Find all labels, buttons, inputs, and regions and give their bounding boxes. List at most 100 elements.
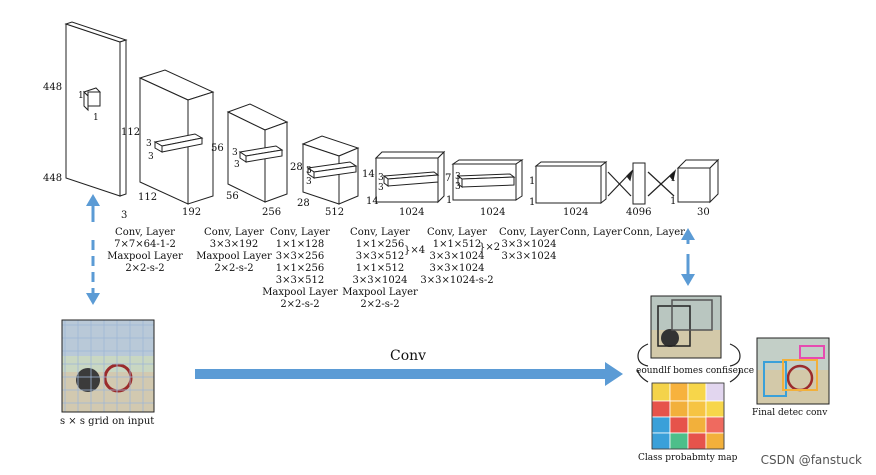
- caption-line: 3×3×1024: [352, 275, 408, 286]
- block3-depth: 512: [325, 207, 345, 218]
- block1-depth: 192: [182, 207, 202, 218]
- block2-size2: 56: [226, 191, 239, 202]
- caption-line: 3×3×1024: [429, 251, 485, 262]
- block4-k1: 3: [378, 173, 384, 183]
- caption-line: 3×3×1024-s-2: [420, 275, 494, 286]
- block2-size: 56: [211, 143, 224, 154]
- caption-line: Conv, Layer: [427, 227, 487, 238]
- input-volume: [64, 21, 128, 197]
- watermark: CSDN @fanstuck: [760, 453, 862, 467]
- repeat-x2: }×2: [479, 242, 501, 253]
- output-depth: 30: [697, 207, 710, 218]
- caption-line: Conv, Layer: [350, 227, 410, 238]
- block4-size2: 14: [366, 196, 379, 207]
- final-caption: Final detec conv: [752, 408, 828, 418]
- block2-k2: 3: [234, 160, 240, 170]
- grid-caption: s × s grid on input: [60, 416, 155, 427]
- conv-block-4: [374, 150, 446, 204]
- input-grid-image: [61, 319, 155, 413]
- caption-block-6: Conv, Layer 3×3×1024 3×3×1024: [489, 227, 569, 263]
- input-height-label: 448: [43, 82, 63, 93]
- block5-k2: 3: [455, 182, 461, 192]
- block1-k1: 3: [146, 139, 152, 149]
- input-kernel-a: 1: [78, 91, 84, 101]
- caption-line: 1×1×512: [355, 263, 405, 274]
- caption-line: Maxpool Layer: [342, 287, 418, 298]
- conv-arrow-label: Conv: [390, 348, 427, 364]
- caption-line: 2×2-s-2: [360, 299, 400, 310]
- caption-block-3: Conv, Layer 1×1×128 3×3×256 1×1×256 3×3×…: [260, 227, 340, 311]
- block3-k2: 3: [306, 177, 312, 187]
- block6-depth: 1024: [563, 207, 589, 218]
- caption-line: 2×2-s-2: [125, 263, 165, 274]
- caption-block-1: Conv, Layer 7×7×64-1-2 Maxpool Layer 2×2…: [105, 227, 185, 275]
- block5-size: 7: [445, 173, 452, 184]
- caption-line: Conn, Layer: [623, 227, 685, 238]
- block3-size2: 28: [297, 198, 310, 209]
- input-kernel-b: 1: [93, 113, 99, 123]
- caption-block-5: Conv, Layer 1×1×512 3×3×1024 3×3×1024 3×…: [412, 227, 502, 287]
- caption-line: 2×2-s-2: [214, 263, 254, 274]
- class-probability-map: [651, 382, 725, 450]
- block4-depth: 1024: [399, 207, 425, 218]
- block3-k1: 3: [306, 166, 312, 176]
- caption-line: Maxpool Layer: [262, 287, 338, 298]
- block2-depth: 256: [262, 207, 282, 218]
- caption-line: 3×3×1024: [501, 251, 557, 262]
- caption-line: Conv, Layer: [270, 227, 330, 238]
- caption-line: 1×1×128: [275, 239, 325, 250]
- caption-line: Maxpool Layer: [107, 251, 183, 262]
- fc-depth: 4096: [626, 207, 652, 218]
- braces: [637, 343, 741, 383]
- caption-line: Conv, Layer: [115, 227, 175, 238]
- block2-k1: 3: [232, 148, 238, 158]
- block1-k2: 3: [148, 152, 154, 162]
- caption-block-4: Conv, Layer 1×1×256 3×3×512 1×1×512 3×3×…: [340, 227, 420, 311]
- caption-line: 7×7×64-1-2: [114, 239, 176, 250]
- caption-line: 1×1×256: [275, 263, 325, 274]
- conv-block-3: [301, 135, 360, 205]
- output-volume: [676, 158, 720, 204]
- block5-k1: 3: [455, 172, 461, 182]
- block3-size: 28: [290, 162, 303, 173]
- block5-size2: 1: [446, 195, 453, 206]
- conv-block-6: [534, 160, 608, 205]
- final-detection-image: [756, 337, 830, 405]
- conv-block-2: [226, 103, 289, 203]
- caption-line: 1×1×256: [355, 239, 405, 250]
- block6-size2: 1: [529, 197, 536, 208]
- caption-fc-2: Conn, Layer: [622, 227, 686, 239]
- input-channels-label: 3: [121, 210, 128, 221]
- block1-size2: 112: [138, 192, 158, 203]
- conv-block-5: [451, 159, 524, 201]
- caption-line: 1×1×512: [432, 239, 482, 250]
- caption-line: 3×3×1024: [501, 239, 557, 250]
- conv-block-1: [138, 69, 215, 205]
- caption-line: 3×3×512: [355, 251, 405, 262]
- input-width-label: 448: [43, 173, 63, 184]
- repeat-x4: }×4: [404, 245, 426, 256]
- fc-layer-4096: [632, 162, 646, 205]
- output-size: 1: [670, 173, 677, 184]
- caption-line: Conv, Layer: [499, 227, 559, 238]
- block5-depth: 1024: [480, 207, 506, 218]
- caption-line: 3×3×1024: [429, 263, 485, 274]
- caption-line: 3×3×512: [275, 275, 325, 286]
- bbox-caption: eoundlf bomes confisence: [636, 366, 755, 376]
- caption-block-2: Conv, Layer 3×3×192 Maxpool Layer 2×2-s-…: [194, 227, 274, 275]
- class-map-caption: Class probabmty map: [638, 453, 738, 463]
- block1-size: 112: [121, 127, 141, 138]
- caption-line: 3×3×192: [209, 239, 259, 250]
- fc-connections: [607, 169, 677, 197]
- output-size2: 1: [670, 196, 677, 207]
- block4-size: 14: [362, 169, 375, 180]
- bbox-image: [650, 295, 722, 359]
- caption-fc-1: Conn, Layer: [559, 227, 623, 239]
- block4-k2: 3: [378, 183, 384, 193]
- caption-line: Conn, Layer: [560, 227, 622, 238]
- caption-line: Conv, Layer: [204, 227, 264, 238]
- flow-arrows: [86, 194, 695, 386]
- block6-size: 1: [529, 176, 536, 187]
- caption-line: 2×2-s-2: [280, 299, 320, 310]
